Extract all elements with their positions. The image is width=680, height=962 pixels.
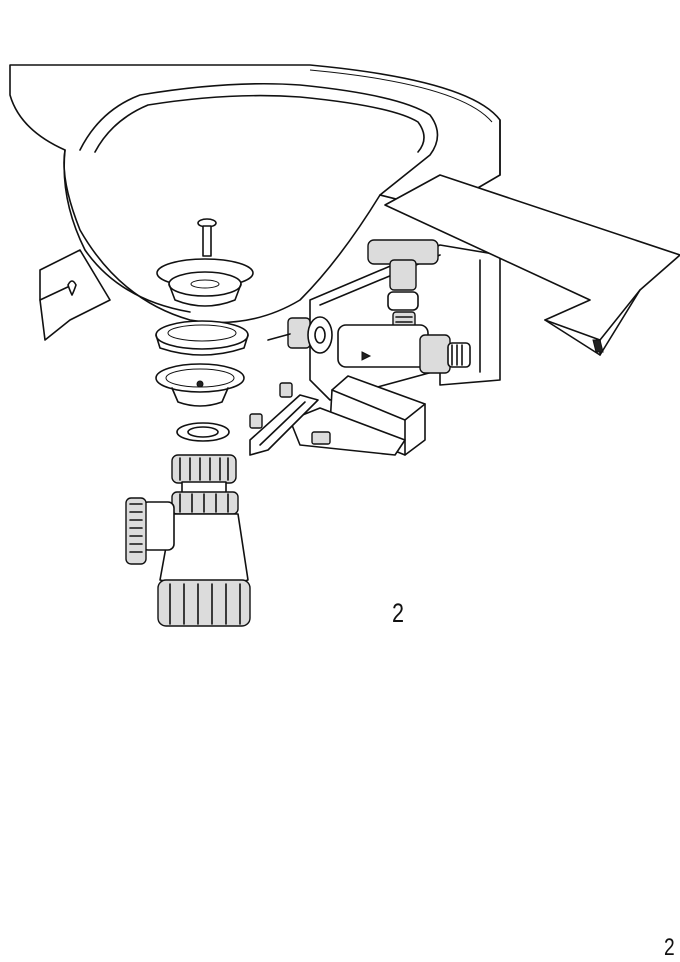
sealing-ring — [155, 320, 249, 356]
bottle-trap — [125, 454, 251, 627]
washer — [176, 422, 230, 442]
drip-tray — [249, 375, 426, 456]
drain-flange — [155, 363, 245, 407]
figure-label: 2 — [392, 598, 405, 628]
sink-basin — [9, 64, 501, 324]
supply-pipe — [267, 316, 471, 374]
spout-plate — [384, 174, 680, 356]
left-wall-bracket — [39, 249, 111, 341]
strainer-plug — [156, 258, 254, 307]
plug-screw — [197, 218, 217, 257]
page-number: 2 — [664, 934, 675, 961]
